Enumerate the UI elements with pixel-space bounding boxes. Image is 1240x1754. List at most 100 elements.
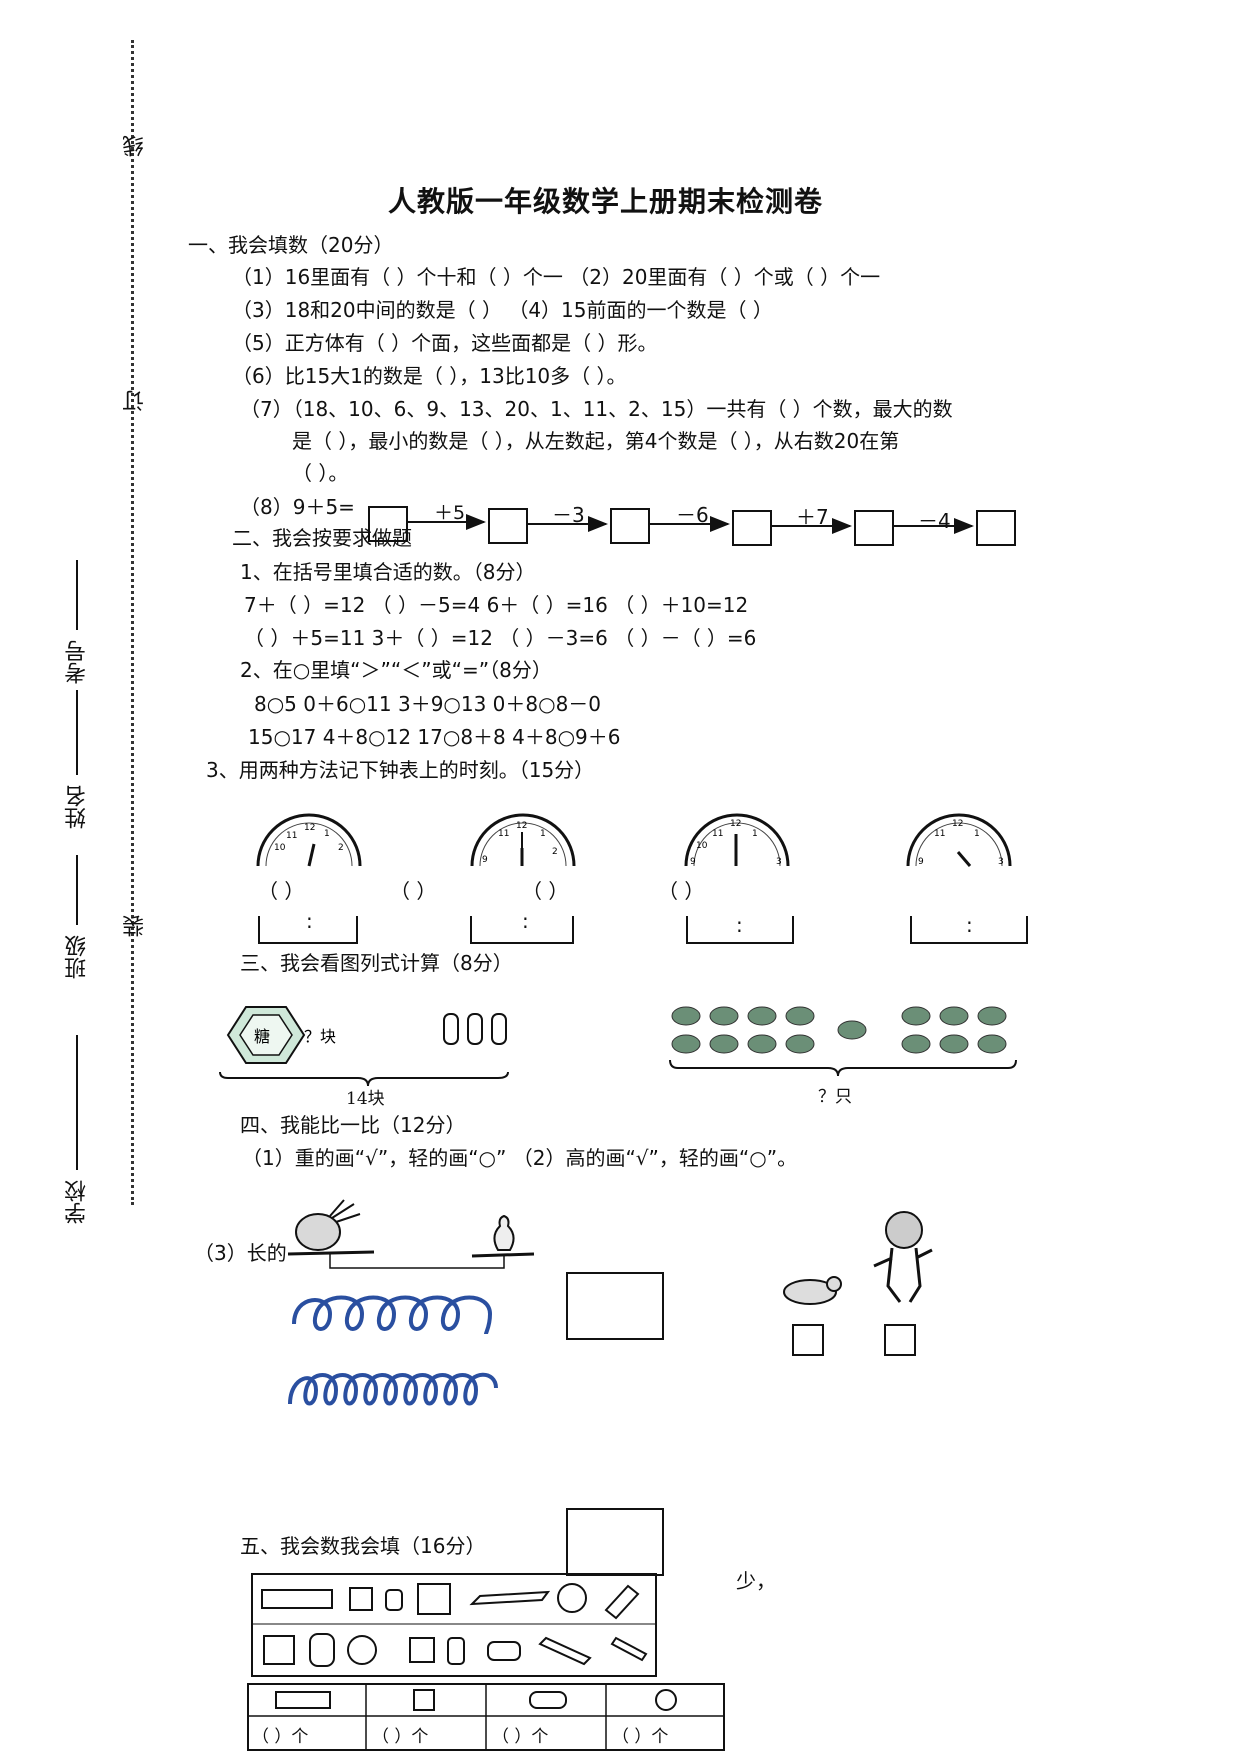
clock-1-10: 10 <box>274 843 286 853</box>
clock-4-11: 11 <box>934 829 945 839</box>
flat-cuboid-icon <box>469 1590 551 1606</box>
s1-q7-line2: 是（ ），最小的数是（ ），从左数起，第4个数是（ ），从右数20在第 <box>292 429 900 453</box>
chain-op-2: －3 <box>552 503 585 527</box>
s1-q6: （6）比15大1的数是（ ），13比10多（ ）。 <box>232 364 627 388</box>
cylinder-flat-icon <box>487 1641 521 1661</box>
clock-3-1: 1 <box>752 829 758 839</box>
clock-3-colon: : <box>736 913 743 937</box>
section-5-answer-box[interactable] <box>566 1508 664 1576</box>
section-2-heading: 二、我会按要求做题 <box>232 526 412 550</box>
clock-3-digital-box[interactable] <box>686 916 794 944</box>
cuboid-long-icon <box>261 1589 333 1609</box>
count-cuboid-cell[interactable]: （ ）个 <box>252 1727 309 1747</box>
cube-icon <box>417 1583 451 1615</box>
section-5-tail-text: 少， <box>736 1569 776 1593</box>
s2-part2-row1: 8○5 0＋6○11 3＋9○13 0＋8○8－0 <box>254 692 602 716</box>
clock-3-answer-paren: （ ） <box>522 879 569 903</box>
bird-icons <box>671 1006 1007 1054</box>
clock-4-1: 1 <box>974 829 980 839</box>
sphere-icon <box>557 1583 587 1613</box>
binding-dotted-line <box>131 40 134 1205</box>
cylinder-icon <box>309 1633 335 1667</box>
clock-4-12: 12 <box>952 819 963 829</box>
clock-2-answer-paren: （ ） <box>390 879 437 903</box>
clock-4-digital-box[interactable] <box>910 916 1028 944</box>
long-bar-icon <box>538 1636 592 1666</box>
chain-box-5[interactable] <box>854 510 894 546</box>
count-table <box>247 1683 725 1751</box>
clock-1: 12 11 1 10 2 <box>256 813 362 867</box>
s2-part2-heading: 2、在○里填“＞”“＜”或“=”（8分） <box>240 658 552 682</box>
chain-box-1[interactable] <box>368 506 408 542</box>
count-cylinder-cell[interactable]: （ ）个 <box>492 1727 549 1747</box>
clock-2-digital-box[interactable] <box>470 916 574 944</box>
chain-text-cover <box>366 525 406 545</box>
clock-1-answer-paren: （ ） <box>258 879 305 903</box>
s4-q3: （3）长的 <box>194 1241 287 1265</box>
sphere-2-icon <box>347 1635 377 1665</box>
count-sphere-cell[interactable]: （ ）个 <box>612 1727 669 1747</box>
section-5-heading: 五、我会数我会填（16分） <box>240 1534 486 1558</box>
clock-1-2: 2 <box>338 843 344 853</box>
spring-short-loops <box>288 1372 498 1406</box>
chain-op-4: ＋7 <box>796 505 829 529</box>
clock-1-colon: : <box>306 909 313 933</box>
chain-op-3: －6 <box>676 503 709 527</box>
clock-2-colon: : <box>522 909 529 933</box>
candy-unknown-label: ？块 <box>304 1027 336 1046</box>
table-cylinder-icon <box>529 1691 567 1709</box>
length-answer-box[interactable] <box>566 1272 664 1340</box>
table-cube-icon <box>413 1689 435 1711</box>
clock-3-9: 9 <box>690 857 696 867</box>
monkey-answer-box[interactable] <box>884 1324 916 1356</box>
clock-2: 12 11 1 9 2 <box>470 813 576 867</box>
clock-1-1: 1 <box>324 829 330 839</box>
s1-q5: （5）正方体有（ ）个面，这些面都是（ ）形。 <box>232 331 658 355</box>
mouse-monkey-illustration <box>783 1211 933 1305</box>
section-4-heading: 四、我能比一比（12分） <box>240 1113 466 1137</box>
s4-q1-q2: （1）重的画“√”，轻的画“○” （2）高的画“√”，轻的画“○”。 <box>242 1146 798 1170</box>
stick-icon <box>610 1636 648 1662</box>
table-cuboid-icon <box>275 1691 331 1709</box>
chain-op-5: －4 <box>918 509 951 533</box>
margin-school-blank <box>76 1035 78 1170</box>
clock-2-1: 1 <box>540 829 546 839</box>
clock-3-10: 10 <box>696 841 708 851</box>
chain-box-3[interactable] <box>610 508 650 544</box>
clock-2-12: 12 <box>516 821 527 831</box>
cylinder-small-icon <box>385 1589 403 1611</box>
clock-1-digital-box[interactable] <box>258 916 358 944</box>
cube-2-icon <box>263 1635 295 1665</box>
pear-icon <box>493 1214 515 1251</box>
chain-box-4[interactable] <box>732 510 772 546</box>
section-3-heading: 三、我会看图列式计算（8分） <box>240 951 513 975</box>
chain-box-6[interactable] <box>976 510 1016 546</box>
clock-2-9: 9 <box>482 855 488 865</box>
solid-shapes-panel <box>251 1573 657 1677</box>
s2-part2-row2: 15○17 4＋8○12 17○8＋8 4＋8○9＋6 <box>248 725 621 749</box>
spring-long-loops <box>292 1295 493 1335</box>
count-cube-cell[interactable]: （ ）个 <box>372 1727 429 1747</box>
s2-part1-row1: 7＋（ ）=12 （ ）－5=4 6＋（ ）=16 （ ）＋10=12 <box>244 593 749 617</box>
clock-2-11: 11 <box>498 829 509 839</box>
clock-4-9: 9 <box>918 857 924 867</box>
s2-part1-heading: 1、在括号里填合适的数。（8分） <box>240 560 536 584</box>
clock-3-11: 11 <box>712 829 723 839</box>
s1-q7-line1: （7）（18、10、6、9、13、20、1、11、2、15）一共有（ ）个数，最… <box>240 397 953 421</box>
page-title: 人教版一年级数学上册期末检测卷 <box>388 185 824 218</box>
clock-4-answer-paren: （ ） <box>658 879 705 903</box>
birds-unknown-label: ？只 <box>818 1087 852 1107</box>
clock-4-3: 3 <box>998 857 1004 867</box>
clock-4: 12 11 1 9 3 <box>906 813 1012 867</box>
clock-3-3: 3 <box>776 857 782 867</box>
cuboid-small-icon <box>349 1587 373 1611</box>
chain-op-1: ＋5 <box>434 502 466 524</box>
table-sphere-icon <box>655 1689 677 1711</box>
candy-label: 糖 <box>254 1027 270 1046</box>
cylinder-2-icon <box>447 1637 465 1665</box>
balance-scale-illustration <box>287 1199 535 1269</box>
chain-box-2[interactable] <box>488 508 528 544</box>
pineapple-icon <box>295 1213 341 1251</box>
mouse-answer-box[interactable] <box>792 1324 824 1356</box>
